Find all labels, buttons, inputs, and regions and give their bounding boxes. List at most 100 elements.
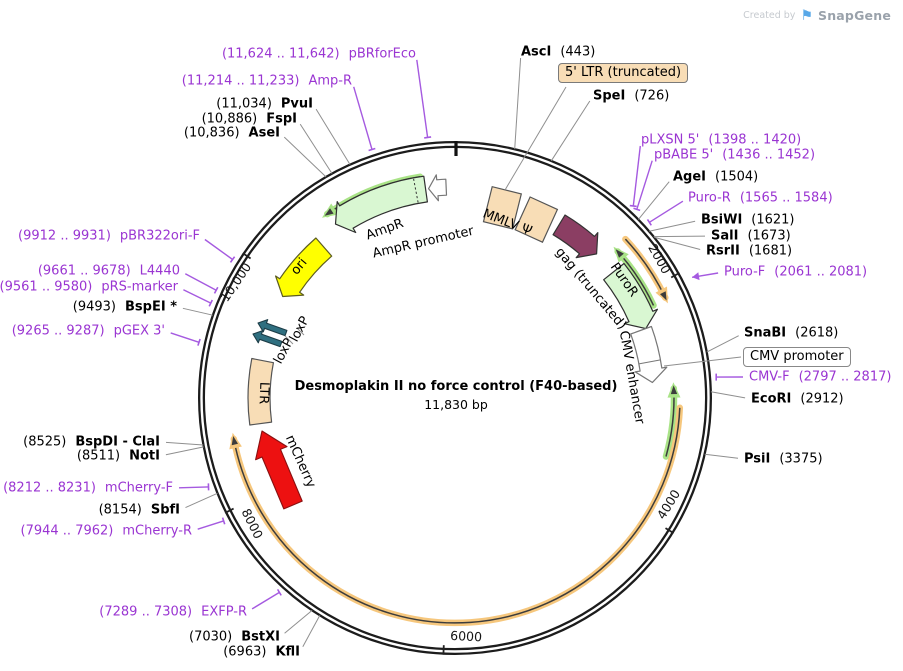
site-name: FspI (266, 111, 297, 127)
watermark: Created by ⚑ SnapGene (743, 8, 891, 23)
site-label-sbfi[interactable]: (8154)SbfI (99, 503, 180, 518)
site-name: EcoRI (751, 391, 792, 407)
boxed-label-ltr5[interactable]: 5' LTR (truncated) (558, 63, 689, 83)
scale-tick-2000 (670, 272, 680, 279)
leader-rsrii (654, 236, 701, 250)
site-label-plxsn_5[interactable]: pLXSN 5'(1398 .. 1420) (641, 133, 801, 148)
leader-cap-plxsn_5 (629, 204, 637, 208)
site-name: L4440 (139, 263, 180, 279)
site-label-pbabe_5[interactable]: pBABE 5'(1436 .. 1452) (654, 148, 815, 163)
site-label-mcherry_f[interactable]: (8212 .. 8231)mCherry-F (3, 481, 173, 496)
feature-puror[interactable] (603, 262, 658, 330)
site-name: Puro-R (688, 190, 731, 206)
site-label-spei[interactable]: SpeI (726) (593, 89, 669, 104)
site-label-exfp_r[interactable]: (7289 .. 7308)EXFP-R (99, 605, 247, 620)
read-arrowhead-core-puro-orange (660, 291, 667, 301)
site-name: pBABE 5' (654, 147, 714, 163)
leader-loxp-a (284, 335, 294, 345)
leader-kfli (302, 615, 321, 647)
site-label-pbr322ori_f[interactable]: (9912 .. 9931)pBR322ori-F (18, 229, 200, 244)
site-label-snabi[interactable]: SnaBI(2618) (744, 326, 838, 341)
leader-agei (638, 181, 670, 220)
site-label-kfli[interactable]: (6963)KflI (223, 645, 300, 660)
site-label-pvui[interactable]: (11,034)PvuI (216, 97, 313, 112)
leader-cap-exfp_r (276, 588, 282, 596)
site-label-agei[interactable]: AgeI(1504) (673, 170, 758, 185)
feature-ltr5_box[interactable] (482, 185, 523, 230)
read-arrowhead-core-puro-green (615, 249, 624, 258)
site-label-bspei[interactable]: (9493)BspEI * (73, 300, 177, 315)
leader-snabi (706, 335, 739, 353)
feature-ampr_prom[interactable] (428, 174, 448, 202)
site-position: (10,886) (201, 111, 258, 127)
read-arc-bottom-orange (230, 404, 684, 627)
site-label-sali[interactable]: SalI(1673) (711, 229, 791, 244)
feature-mcherry[interactable] (255, 430, 303, 510)
feature-ampr[interactable] (334, 175, 428, 234)
site-label-mcherry_r[interactable]: (7944 .. 7962)mCherry-R (21, 524, 192, 539)
feature-loxp_a[interactable] (257, 319, 288, 337)
site-position: (11,034) (216, 96, 272, 112)
site-label-puro_r[interactable]: Puro-R(1565 .. 1584) (688, 191, 833, 206)
read-arrowhead-core-bottom-orange (231, 436, 238, 446)
scale-tick-label-6000: 6000 (450, 628, 483, 644)
leader-cap-l4440 (213, 286, 219, 294)
site-label-noti[interactable]: (8511)NotI (77, 449, 160, 464)
leader-fspi (299, 123, 333, 174)
site-label-pgex_3[interactable]: (9265 .. 9287)pGEX 3' (12, 324, 165, 339)
leader-sbfi (185, 492, 218, 509)
site-label-puro_f[interactable]: Puro-F(2061 .. 2081) (724, 265, 867, 280)
site-position: (9661 .. 9678) (37, 263, 131, 279)
feature-ori[interactable] (275, 237, 333, 298)
site-label-cmv_f[interactable]: CMV-F(2797 .. 2817) (749, 370, 891, 385)
site-label-asei[interactable]: (10,836)AseI (184, 126, 280, 141)
site-label-pbrforeco[interactable]: (11,624 .. 11,642)pBRforEco (222, 47, 416, 62)
site-position: (9493) (72, 299, 116, 315)
site-name: mCherry-R (122, 523, 192, 539)
site-name: SpeI (593, 88, 626, 104)
site-name: BspDI - ClaI (75, 434, 160, 450)
feature-ltr[interactable] (247, 357, 274, 426)
site-position: (1398 .. 1420) (708, 132, 802, 148)
site-position: (11,214 .. 11,233) (181, 73, 300, 89)
site-label-asci[interactable]: AscI(443) (521, 45, 595, 60)
boxed-label-cmvp[interactable]: CMV promoter (743, 347, 851, 367)
leader-l4440 (184, 273, 217, 291)
leader-psii (704, 453, 739, 459)
leader-bspdi_clai (165, 441, 204, 446)
leader-cap-pgex_3 (197, 338, 201, 346)
site-label-bspdi_clai[interactable]: (8525)BspDI - ClaI (23, 435, 160, 450)
site-position: (2618) (795, 325, 839, 341)
feature-label-loxp_b: loxP (287, 314, 313, 345)
site-label-ecori[interactable]: EcoRI(2912) (751, 392, 844, 407)
site-label-prs_marker[interactable]: (9561 .. 9580)pRS-marker (0, 280, 178, 295)
site-label-l4440[interactable]: (9661 .. 9678) L4440 (38, 264, 180, 279)
site-label-rsrii[interactable]: RsrII(1681) (706, 244, 792, 259)
leader-ltr5 (504, 86, 567, 191)
leader-mcherry_f (178, 486, 209, 489)
leader-noti (165, 446, 204, 456)
leader-pbrforeco (416, 59, 429, 138)
site-label-bstxi[interactable]: (7030)BstXI (189, 630, 280, 645)
plasmid-size: 11,830 bp (424, 397, 488, 412)
leader-cap-puro_r (646, 218, 652, 226)
site-position: (1504) (715, 169, 759, 185)
leader-pbabe_5 (636, 160, 653, 210)
feature-cmv_enh[interactable] (630, 325, 668, 384)
site-label-amp_r[interactable]: (11,214 .. 11,233)Amp-R (182, 74, 352, 89)
feature-mmlv_psi[interactable] (514, 196, 559, 243)
leader-pbr322ori_f (204, 238, 234, 261)
site-name: BsiWI (701, 212, 743, 228)
site-name: CMV-F (749, 369, 790, 385)
site-label-fspi[interactable]: (10,886) FspI (202, 112, 297, 127)
leader-arrowhead-puro_f (692, 272, 700, 281)
leader-pvui (315, 108, 351, 165)
leader-cap-mcherry_r (221, 517, 226, 525)
site-label-bsiwi[interactable]: BsiWI(1621) (701, 213, 795, 228)
feature-gag[interactable] (552, 214, 599, 259)
feature-loxp_b[interactable] (252, 330, 283, 348)
site-label-psii[interactable]: PsiI(3375) (744, 452, 823, 467)
site-name: AscI (521, 44, 552, 60)
site-position: (726) (634, 88, 670, 104)
